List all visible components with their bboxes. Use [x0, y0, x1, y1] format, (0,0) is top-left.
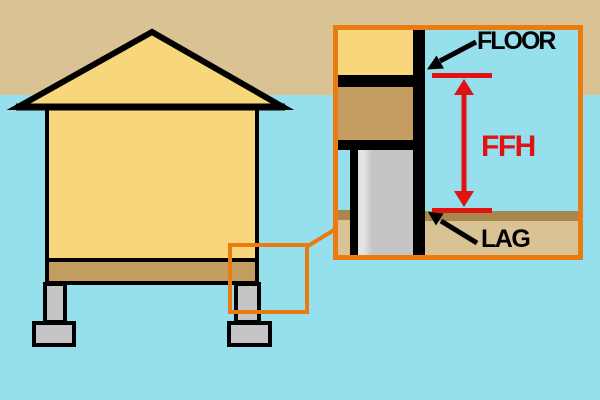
ffh-label: FFH [481, 130, 536, 163]
house-wall [45, 106, 259, 262]
detail-wall-edge [413, 30, 425, 255]
detail-pier [358, 150, 413, 255]
left-pier [43, 282, 67, 324]
detail-pier-outline [350, 150, 358, 255]
detail-ground-line-left [338, 210, 350, 220]
house-floor-band [45, 258, 259, 285]
detail-floor-band [338, 87, 413, 140]
right-pier [234, 282, 261, 324]
detail-ground-line-right [425, 211, 578, 221]
lag-label: LAG [481, 225, 531, 253]
detail-floor-line [338, 75, 425, 87]
callout-connector-line [306, 228, 336, 248]
floor-label: FLOOR [477, 27, 556, 55]
detail-wall [338, 30, 413, 75]
right-footing [227, 321, 272, 347]
detail-callout-box [333, 25, 583, 260]
detail-band-bottom-line [338, 140, 425, 150]
detail-ground-left [338, 220, 350, 255]
left-footing [32, 321, 76, 347]
